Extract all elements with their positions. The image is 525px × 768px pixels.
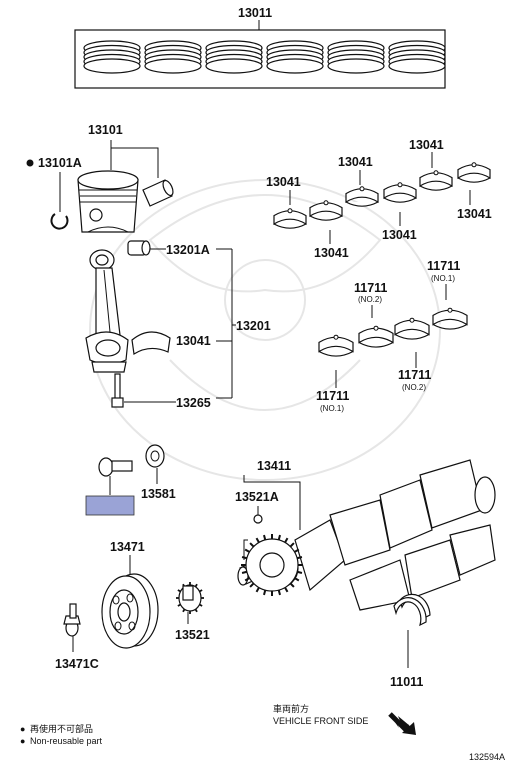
bearing-shell [358, 325, 394, 348]
crankshaft-group: 13411 13521A [235, 459, 496, 611]
crank-pulley-group: 13471 13471C 13521 [55, 540, 210, 671]
bearing-shell [419, 170, 453, 191]
piston-ring [144, 40, 202, 74]
legend-en: Non-reusable part [30, 736, 103, 746]
figure-id: 132594A [469, 752, 505, 762]
piston-ring-set-group: 13011 [74, 6, 446, 89]
piston-ring [83, 40, 141, 74]
label-13201: 13201 [236, 319, 271, 333]
label-11011: 11011 [390, 675, 423, 689]
bearing-shell [273, 208, 307, 229]
legend-bullet-1: ● [20, 724, 25, 734]
label-13011: 13011 [238, 6, 272, 20]
rod-bushing [127, 240, 151, 256]
crank-key [253, 514, 263, 524]
ring-set-frame [74, 29, 446, 89]
label-11711-b: 11711 [427, 259, 460, 273]
pulley-bolt-group: 13581 [85, 444, 176, 516]
label-13471C: 13471C [55, 657, 99, 671]
front-side-jp: 車両前方 [273, 703, 309, 714]
rod-bolt [111, 373, 124, 408]
label-11711-d: 11711 [398, 368, 431, 382]
piston-ring [388, 40, 446, 74]
label-13581: 13581 [141, 487, 176, 501]
pulley-bolt-13471c [63, 603, 81, 637]
piston-pin-snap-ring [50, 213, 69, 230]
bearing-shell [457, 162, 491, 183]
highlighted-part-box[interactable] [85, 495, 135, 516]
thrust-bearing-group: 11711 (NO.2) 11711 (NO.1) 11711 (NO.1) 1… [316, 259, 468, 413]
label-13041-d: 13041 [457, 207, 492, 221]
connecting-rod [85, 249, 129, 373]
legend: ● 再使用不可部品 ● Non-reusable part [20, 723, 103, 746]
label-13521: 13521 [175, 628, 210, 642]
piston-rings [83, 40, 446, 74]
pulley-bolt [98, 457, 133, 477]
bearing-shell [345, 186, 379, 207]
piston-pin [142, 179, 174, 207]
crank-sprocket [176, 582, 204, 614]
label-13041-e: 13041 [382, 228, 417, 242]
label-13041-b: 13041 [338, 155, 373, 169]
label-13101: 13101 [88, 123, 123, 137]
label-13201A: 13201A [166, 243, 210, 257]
piston-ring [205, 40, 263, 74]
connecting-rod-group: 13201A 13201 13041 13265 [85, 240, 271, 410]
legend-bullet-2: ● [20, 736, 25, 746]
label-no1-b: (NO.1) [431, 274, 455, 283]
legend-jp: 再使用不可部品 [30, 723, 93, 734]
label-no1-c: (NO.1) [320, 404, 344, 413]
crankshaft [237, 459, 496, 611]
label-13041-a: 13041 [266, 175, 301, 189]
label-no2-d: (NO.2) [402, 383, 426, 392]
label-13041-f: 13041 [314, 246, 349, 260]
bearing-shell [394, 317, 430, 340]
thrust-washer-group: 11011 [390, 593, 431, 689]
label-13101A: 13101A [38, 156, 82, 170]
piston-ring [327, 40, 385, 74]
pulley-washer [145, 444, 165, 468]
non-reusable-dot [26, 159, 34, 167]
crank-timing-gear [241, 534, 303, 596]
label-13471: 13471 [110, 540, 145, 554]
label-13041-c: 13041 [409, 138, 444, 152]
main-bearings-upper [273, 162, 491, 229]
piston-group: 13101 13101A [26, 123, 174, 233]
front-side-indicator: 車両前方 VEHICLE FRONT SIDE [273, 703, 416, 735]
label-13411: 13411 [257, 459, 291, 473]
bearing-shell [432, 307, 468, 330]
rod-bearing [131, 331, 171, 355]
label-13265: 13265 [176, 396, 211, 410]
crank-pulley [101, 573, 159, 649]
main-bearings-lower [318, 307, 468, 357]
bearing-shell [383, 182, 417, 203]
front-side-en: VEHICLE FRONT SIDE [273, 716, 368, 726]
label-13521A: 13521A [235, 490, 279, 504]
label-13041-rod: 13041 [176, 334, 211, 348]
bearing-shell [318, 334, 354, 357]
piston [77, 170, 139, 233]
label-11711-a: 11711 [354, 281, 387, 295]
label-no2-a: (NO.2) [358, 295, 382, 304]
label-11711-c: 11711 [316, 389, 349, 403]
piston-ring [266, 40, 324, 74]
crank-bearing-group: 13041 13041 13041 13041 13041 13041 [266, 138, 492, 260]
bearing-shell [309, 200, 343, 221]
